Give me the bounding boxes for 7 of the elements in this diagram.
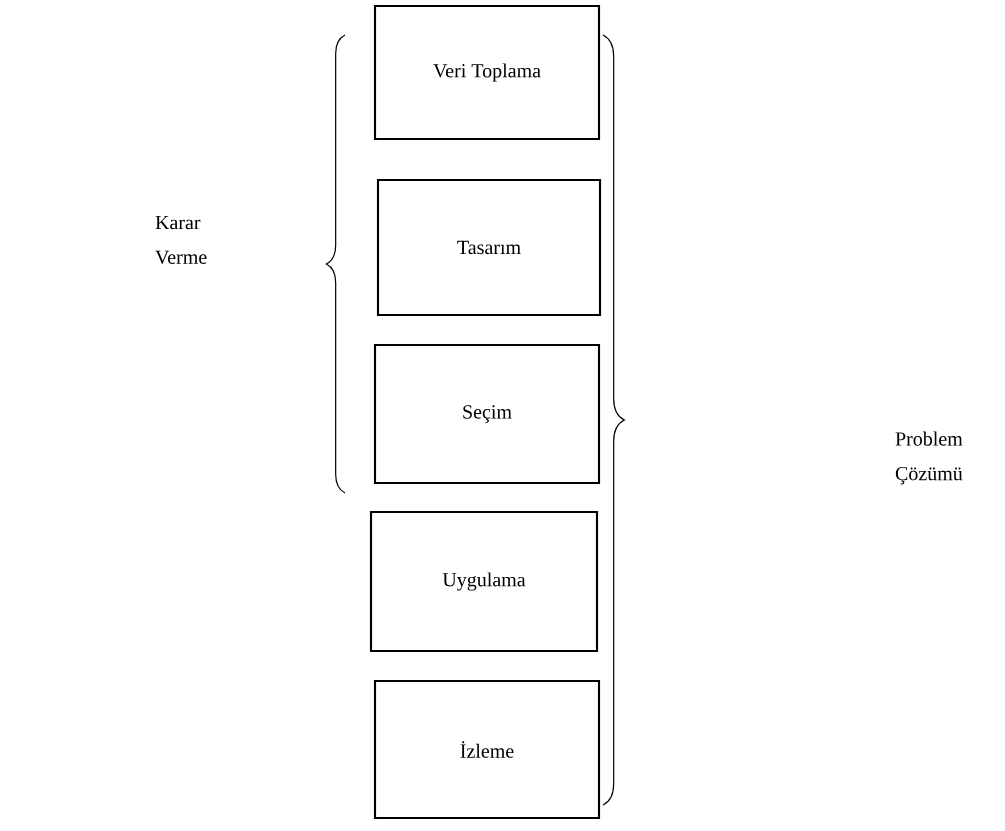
process-box: Tasarım <box>376 178 602 317</box>
group-label: Karar Verme <box>155 215 207 264</box>
process-box: Seçim <box>373 343 601 485</box>
group-label: Problem Çözümü <box>895 431 963 485</box>
process-box: İzleme <box>373 679 601 820</box>
process-box: Uygulama <box>369 510 599 653</box>
process-box: Veri Toplama <box>373 4 601 141</box>
